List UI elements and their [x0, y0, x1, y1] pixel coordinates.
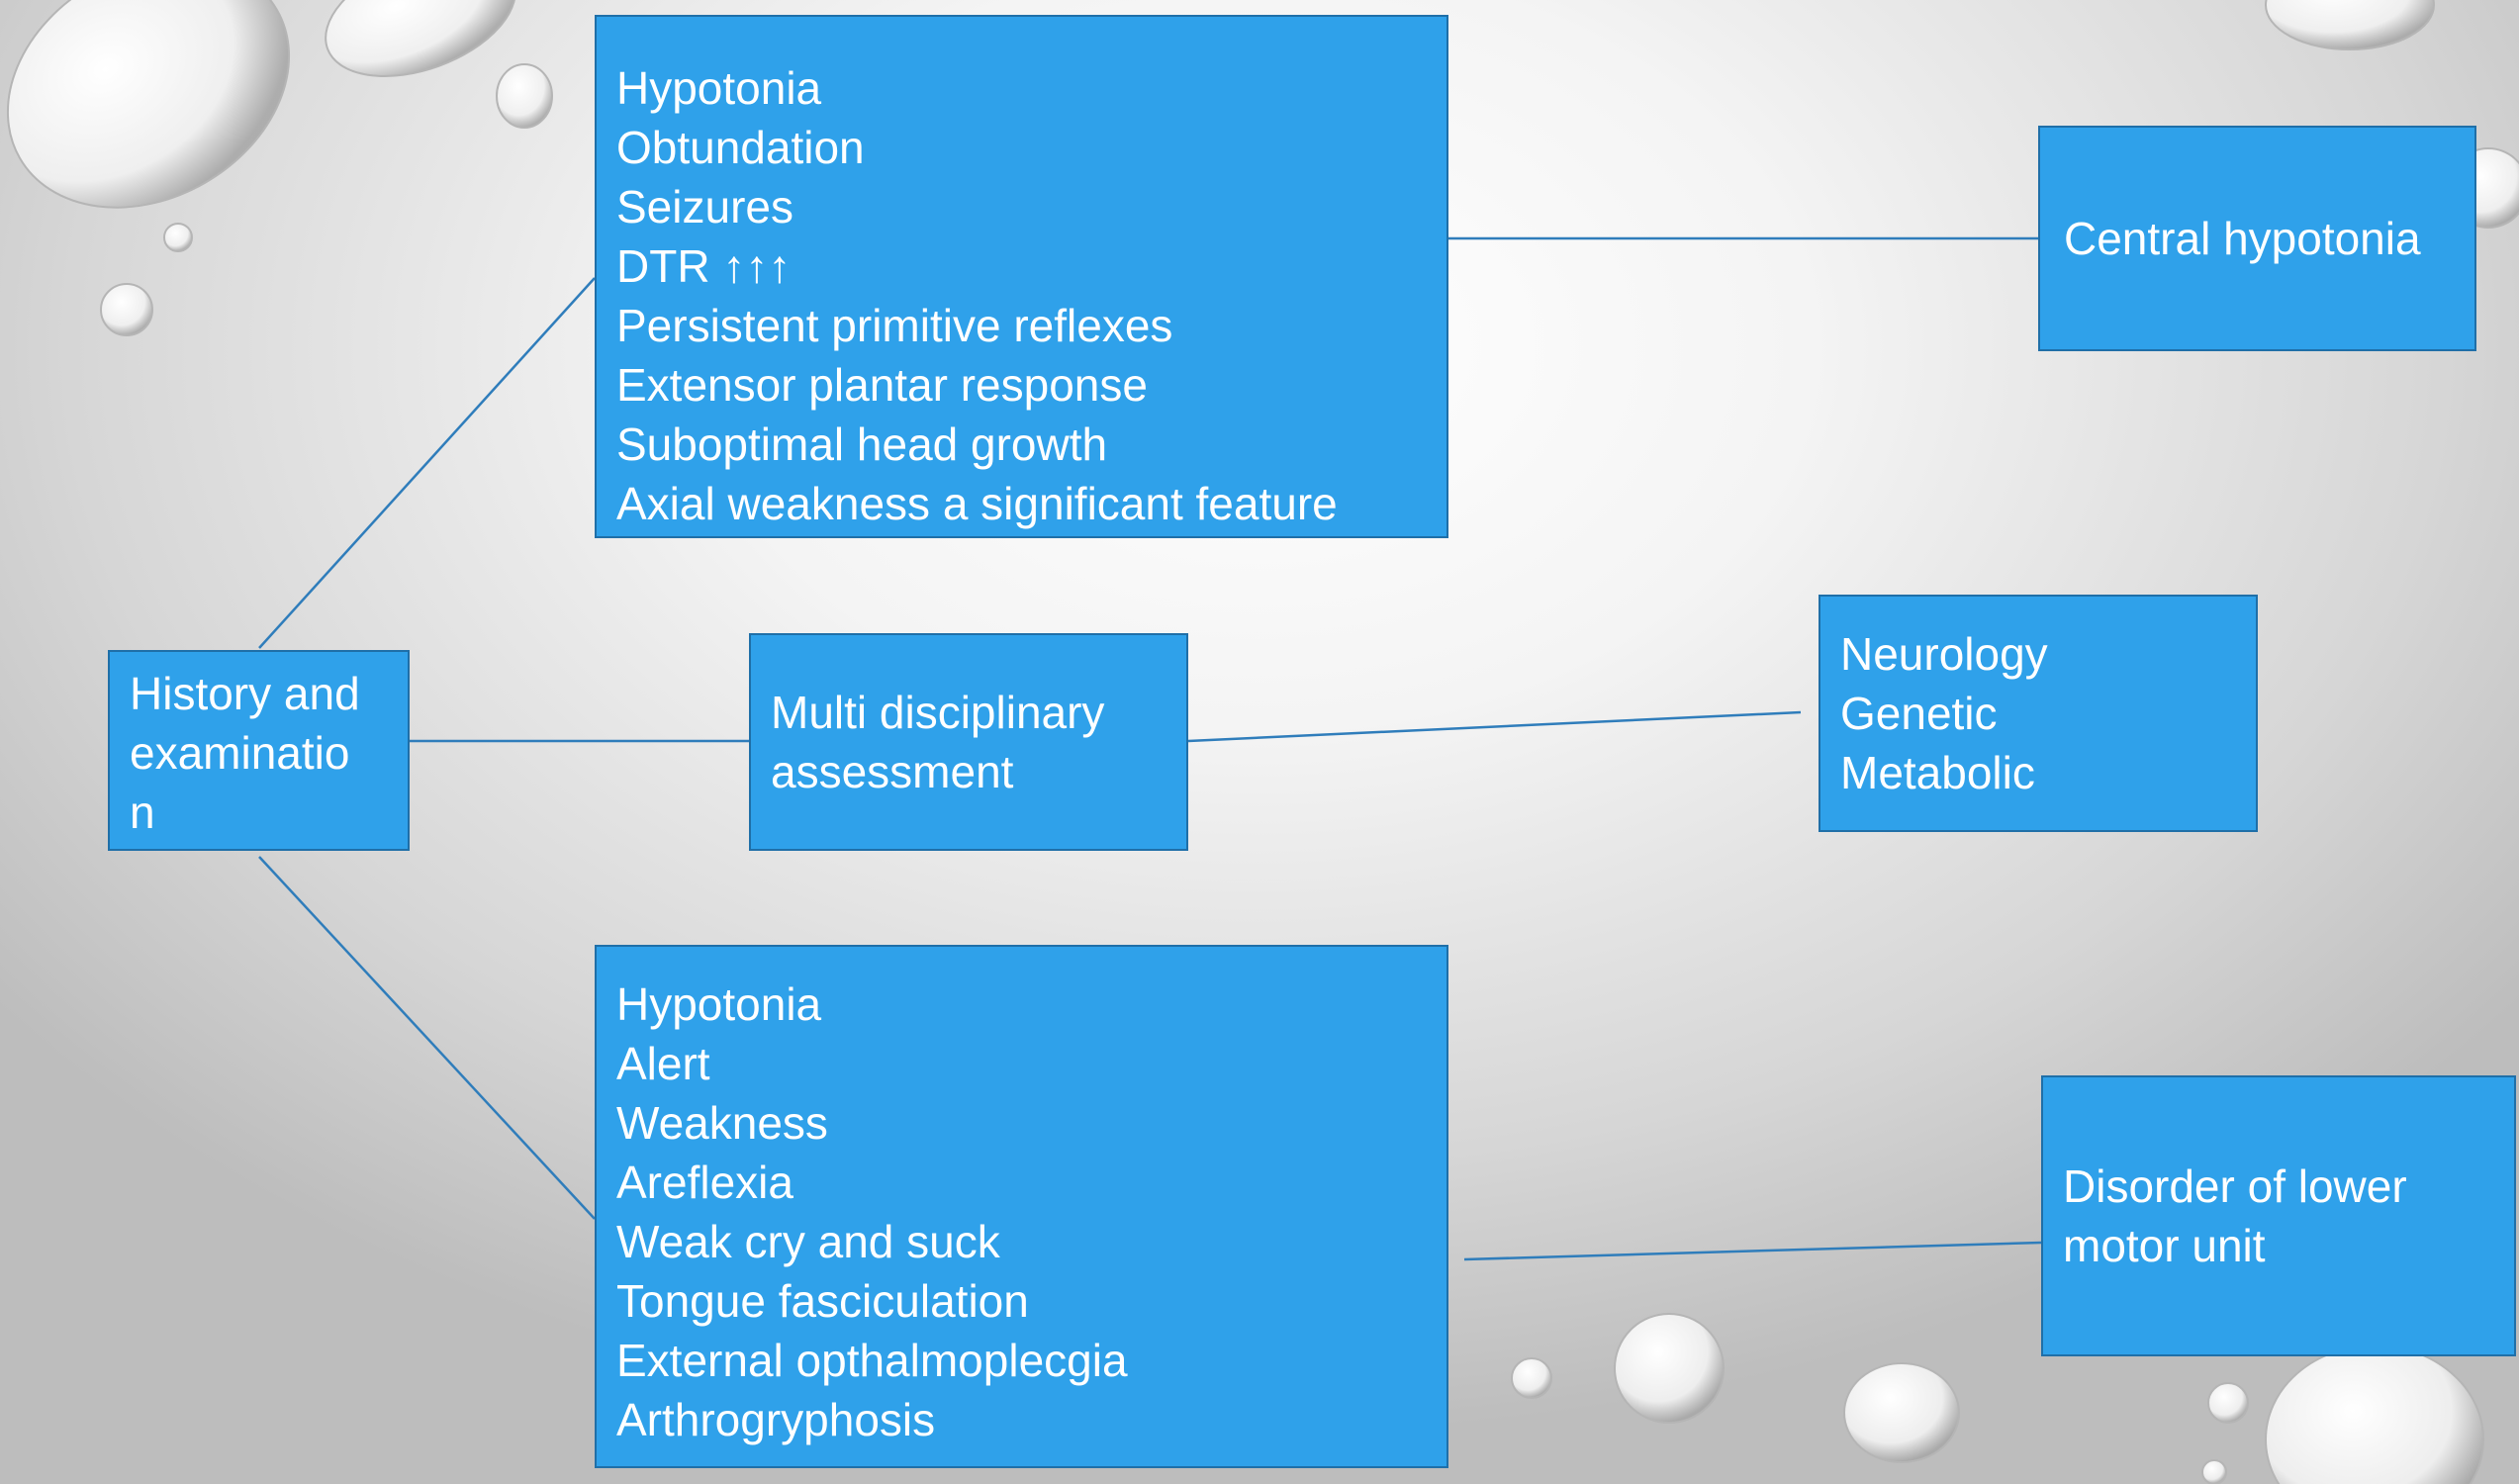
finding-item: Obtundation — [616, 122, 865, 173]
finding-item: Areflexia — [616, 1157, 793, 1208]
finding-item: Seizures — [616, 181, 793, 232]
finding-item: DTR ↑↑↑ — [616, 240, 792, 292]
node-text-line: n — [130, 787, 155, 838]
central-hypotonia-node: Central hypotonia — [2038, 126, 2476, 351]
node-text-line: Multi disciplinary — [771, 687, 1105, 738]
finding-item: Axial weakness a significant feature — [616, 478, 1338, 529]
finding-item: Persistent primitive reflexes — [616, 300, 1173, 351]
specialty-item: Genetic — [1840, 688, 1998, 739]
history-and-examination-node: History and examinatio n — [108, 650, 410, 851]
finding-item: Extensor plantar response — [616, 359, 1148, 411]
lower-motor-unit-disorder-node: Disorder of lower motor unit — [2041, 1075, 2516, 1356]
specialty-item: Neurology — [1840, 628, 2048, 680]
edge-history-to-central-findings — [258, 277, 596, 649]
specialties-node: Neurology Genetic Metabolic — [1819, 595, 2258, 832]
finding-item: Hypotonia — [616, 978, 822, 1030]
finding-item: Suboptimal head growth — [616, 418, 1108, 470]
edge-multi-to-specialties — [1187, 710, 1802, 743]
specialty-item: Metabolic — [1840, 747, 2035, 798]
node-text-line: Central hypotonia — [2064, 213, 2421, 264]
finding-item: Hypotonia — [616, 62, 822, 114]
finding-item: Weakness — [616, 1097, 828, 1149]
finding-item: External opthalmoplecgia — [616, 1335, 1128, 1386]
node-text-line: examinatio — [130, 727, 350, 779]
finding-item: Alert — [616, 1038, 710, 1089]
node-text-line: motor unit — [2063, 1220, 2266, 1271]
finding-item: Tongue fasciculation — [616, 1275, 1029, 1327]
central-findings-node: Hypotonia Obtundation Seizures DTR ↑↑↑ P… — [595, 15, 1448, 538]
edge-history-to-lmu-findings — [258, 856, 596, 1220]
edge-lmu-findings-to-lmu — [1463, 1241, 2042, 1261]
multidisciplinary-assessment-node: Multi disciplinary assessment — [749, 633, 1188, 851]
node-text-line: History and — [130, 668, 360, 719]
finding-item: Arthrogryphosis — [616, 1394, 936, 1445]
node-text-line: Disorder of lower — [2063, 1160, 2407, 1212]
node-text-line: assessment — [771, 746, 1014, 797]
finding-item: Weak cry and suck — [616, 1216, 1000, 1267]
lower-motor-unit-findings-node: Hypotonia Alert Weakness Areflexia Weak … — [595, 945, 1448, 1468]
